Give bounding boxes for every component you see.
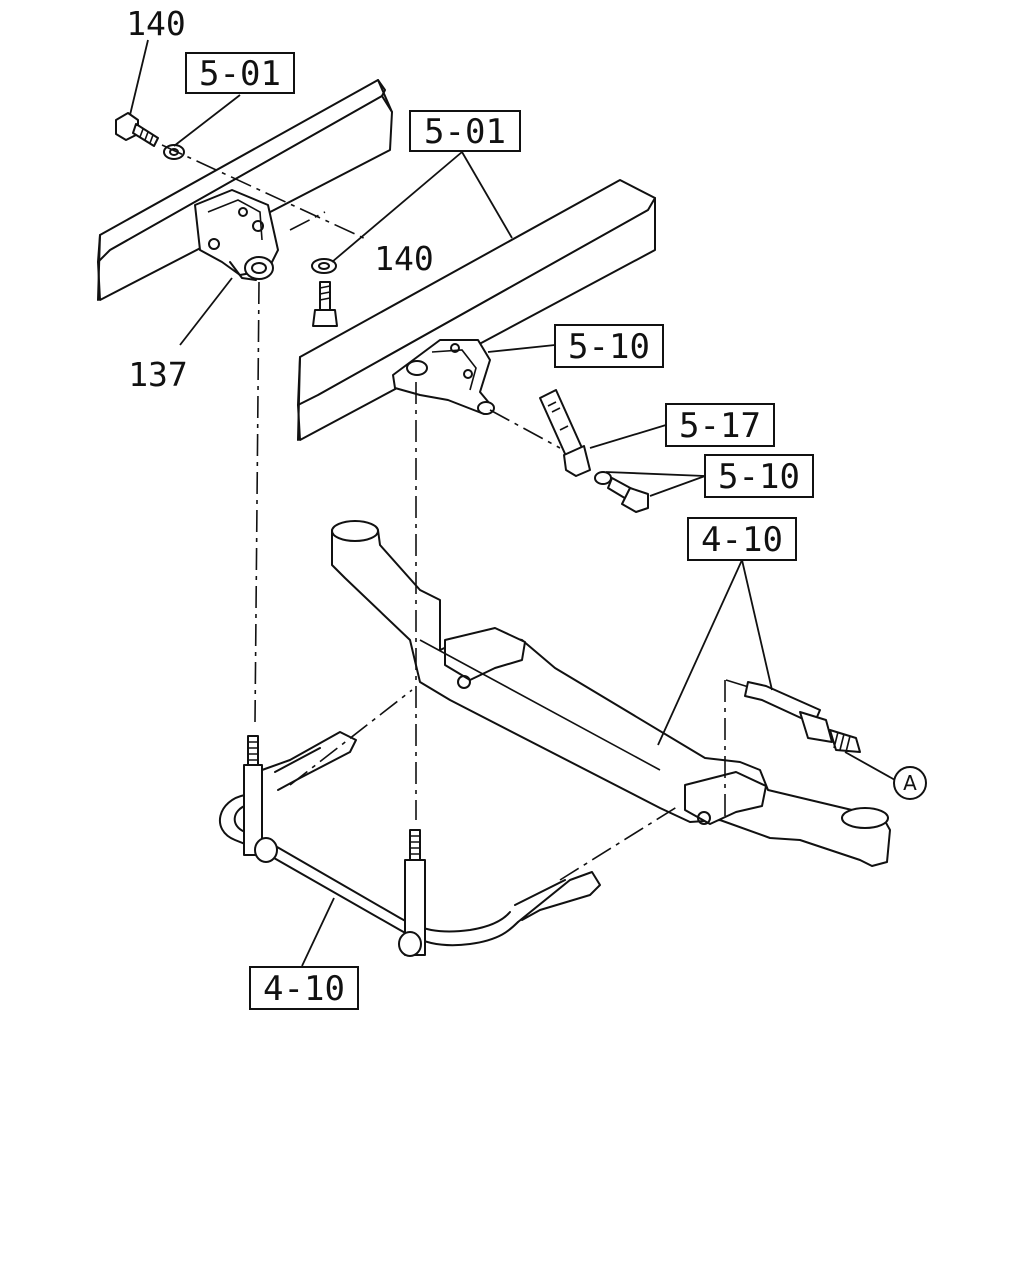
- assembly-chain-lines: [161, 144, 753, 881]
- part-number-140-top: 140: [126, 4, 186, 43]
- bolt-140-center: [312, 281, 338, 327]
- part-number-137: 137: [128, 355, 188, 394]
- connector-marker-a-label: A: [903, 771, 917, 795]
- connector-marker-a: A: [893, 766, 927, 800]
- washer-center: [311, 258, 337, 274]
- callout-5-10-bolt-label: 5-10: [718, 457, 800, 497]
- callout-5-17-label: 5-17: [679, 406, 761, 446]
- callout-5-10-bolt: 5-10: [704, 454, 814, 498]
- callout-5-17: 5-17: [665, 403, 775, 447]
- shock-absorber: [539, 389, 591, 477]
- bolt-5-10: [594, 471, 649, 513]
- shock-bracket: [392, 339, 495, 415]
- leader-lines: [129, 39, 896, 967]
- callout-5-10-bracket-label: 5-10: [568, 327, 650, 367]
- callout-4-10-stabilizer-label: 4-10: [263, 969, 345, 1009]
- part-number-140-center: 140: [374, 239, 434, 278]
- callout-4-10-axle: 4-10: [687, 517, 797, 561]
- bracket-137: [194, 189, 279, 281]
- callout-4-10-axle-label: 4-10: [701, 520, 783, 560]
- callout-5-01-top-label: 5-01: [199, 54, 281, 94]
- callout-5-10-bracket: 5-10: [554, 324, 664, 368]
- callout-5-01-top: 5-01: [185, 52, 295, 94]
- kingpin: [744, 681, 861, 753]
- stabilizer-bar: [218, 731, 601, 957]
- callout-5-01-center: 5-01: [409, 110, 521, 152]
- bolt-140-top: [115, 112, 159, 147]
- left-frame-rail: [97, 79, 393, 301]
- callout-5-01-center-label: 5-01: [424, 112, 506, 152]
- callout-4-10-stabilizer: 4-10: [249, 966, 359, 1010]
